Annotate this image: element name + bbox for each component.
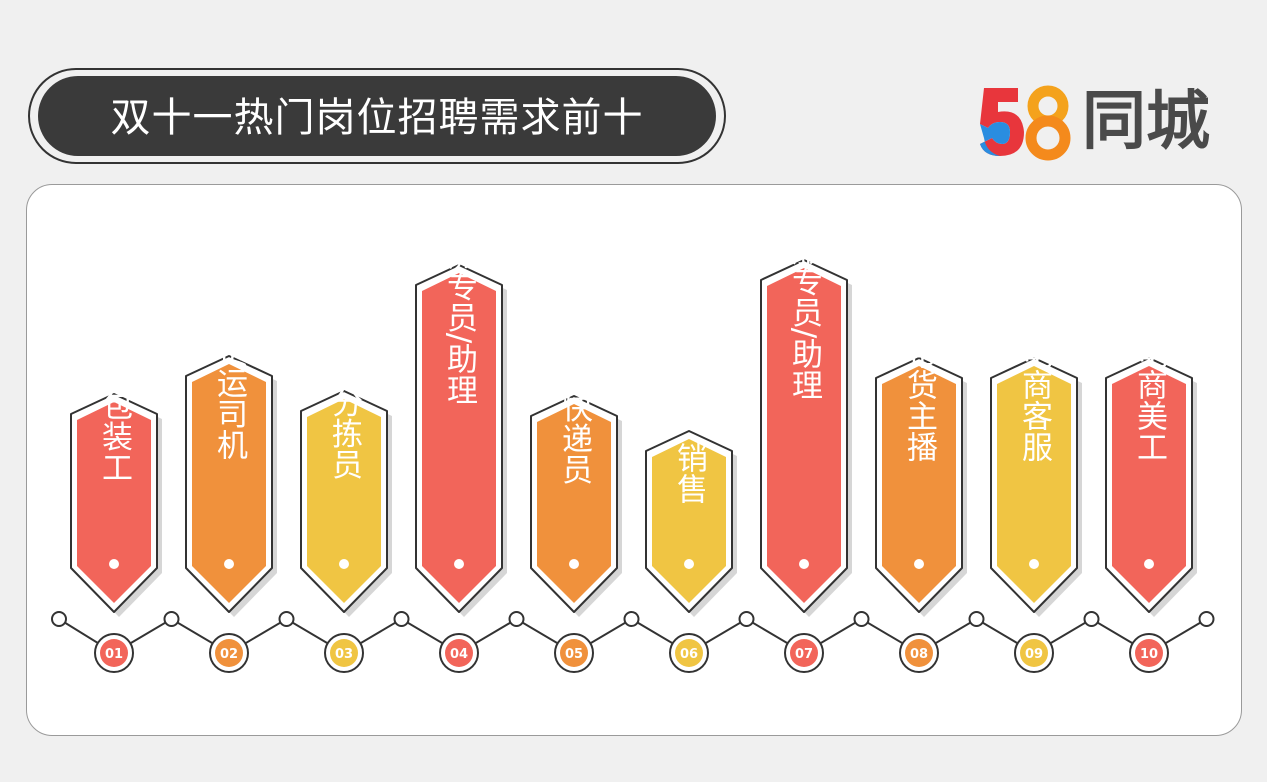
job-label: 快递员 bbox=[556, 392, 593, 485]
rank-badge bbox=[445, 639, 473, 667]
rank-badge bbox=[215, 639, 243, 667]
card-dot bbox=[109, 559, 119, 569]
timeline-joint bbox=[163, 611, 180, 627]
job-card-08: 带货主播 08 bbox=[875, 338, 967, 673]
rank-badge bbox=[675, 639, 703, 667]
page-title: 双十一热门岗位招聘需求前十 bbox=[38, 76, 716, 156]
logo-58-mark bbox=[980, 85, 1071, 161]
card-dot bbox=[914, 559, 924, 569]
rank-number: 06 bbox=[680, 647, 698, 662]
card-fill bbox=[77, 402, 151, 603]
timeline-joint bbox=[1083, 611, 1100, 627]
rank-badge bbox=[1135, 639, 1163, 667]
card-fill bbox=[997, 366, 1071, 603]
rank-number: 10 bbox=[1140, 647, 1158, 662]
rank-badge bbox=[905, 639, 933, 667]
job-label: 销售 bbox=[671, 442, 708, 504]
job-card-04: 物流专员/助理 04 bbox=[415, 209, 507, 673]
rank-number: 04 bbox=[450, 647, 468, 662]
rank-badge bbox=[330, 639, 358, 667]
job-card-07: 客服专员/助理 07 bbox=[760, 204, 852, 673]
job-card-10: 电商美工 10 bbox=[1105, 338, 1197, 673]
job-label: 包装工 bbox=[96, 390, 132, 483]
timeline-joint bbox=[51, 611, 67, 627]
rank-number: 07 bbox=[795, 647, 813, 662]
job-card-05: 快递员 05 bbox=[530, 392, 622, 673]
card-dot bbox=[569, 559, 579, 569]
rank-number: 08 bbox=[910, 647, 928, 662]
card-dot bbox=[454, 559, 464, 569]
timeline-joint bbox=[278, 611, 295, 627]
job-label: 电商美工 bbox=[1131, 338, 1167, 462]
58tongcheng-logo: 同城 bbox=[978, 82, 1210, 162]
card-dot bbox=[224, 559, 234, 569]
card-dot bbox=[1144, 559, 1154, 569]
job-label: 客服专员/助理 bbox=[786, 204, 822, 400]
card-dot bbox=[684, 559, 694, 569]
card-fill bbox=[767, 268, 841, 603]
rank-badge bbox=[790, 639, 818, 667]
card-dot bbox=[339, 559, 349, 569]
job-card-01: 包装工 01 bbox=[70, 390, 162, 673]
timeline-joint bbox=[968, 611, 985, 627]
job-card-02: 货运司机 02 bbox=[185, 336, 277, 673]
timeline-joint bbox=[393, 611, 410, 627]
rank-number: 09 bbox=[1025, 647, 1043, 662]
logo-text: 同城 bbox=[1082, 85, 1210, 159]
card-fill bbox=[1112, 366, 1186, 603]
card-fill bbox=[652, 439, 726, 603]
card-fill bbox=[537, 404, 611, 603]
rank-badge bbox=[560, 639, 588, 667]
title-banner: 双十一热门岗位招聘需求前十 bbox=[28, 68, 726, 164]
job-label: 分拣员 bbox=[326, 387, 363, 480]
timeline-joint bbox=[508, 611, 525, 627]
card-fill bbox=[882, 366, 956, 603]
rank-badge bbox=[1020, 639, 1048, 667]
job-label: 电商客服 bbox=[1016, 338, 1052, 462]
card-fill bbox=[422, 273, 496, 603]
rank-number: 05 bbox=[565, 647, 583, 662]
card-dot bbox=[799, 559, 809, 569]
job-card-09: 电商客服 09 bbox=[990, 338, 1082, 673]
job-card-06: 销售 06 bbox=[645, 430, 737, 673]
card-dot bbox=[1029, 559, 1039, 569]
timeline-joint bbox=[738, 611, 755, 627]
job-label: 物流专员/助理 bbox=[441, 209, 478, 405]
rank-number: 01 bbox=[105, 647, 123, 662]
card-fill bbox=[307, 399, 381, 603]
card-fill bbox=[192, 364, 266, 603]
rank-number: 02 bbox=[220, 647, 238, 662]
job-card-03: 分拣员 03 bbox=[300, 387, 392, 673]
timeline-joint bbox=[853, 611, 870, 627]
rank-badge bbox=[100, 639, 128, 667]
job-label: 货运司机 bbox=[211, 336, 248, 460]
job-label: 带货主播 bbox=[901, 338, 938, 462]
timeline-joint bbox=[623, 611, 640, 627]
timeline-joint bbox=[1198, 611, 1215, 627]
rank-number: 03 bbox=[335, 647, 353, 662]
